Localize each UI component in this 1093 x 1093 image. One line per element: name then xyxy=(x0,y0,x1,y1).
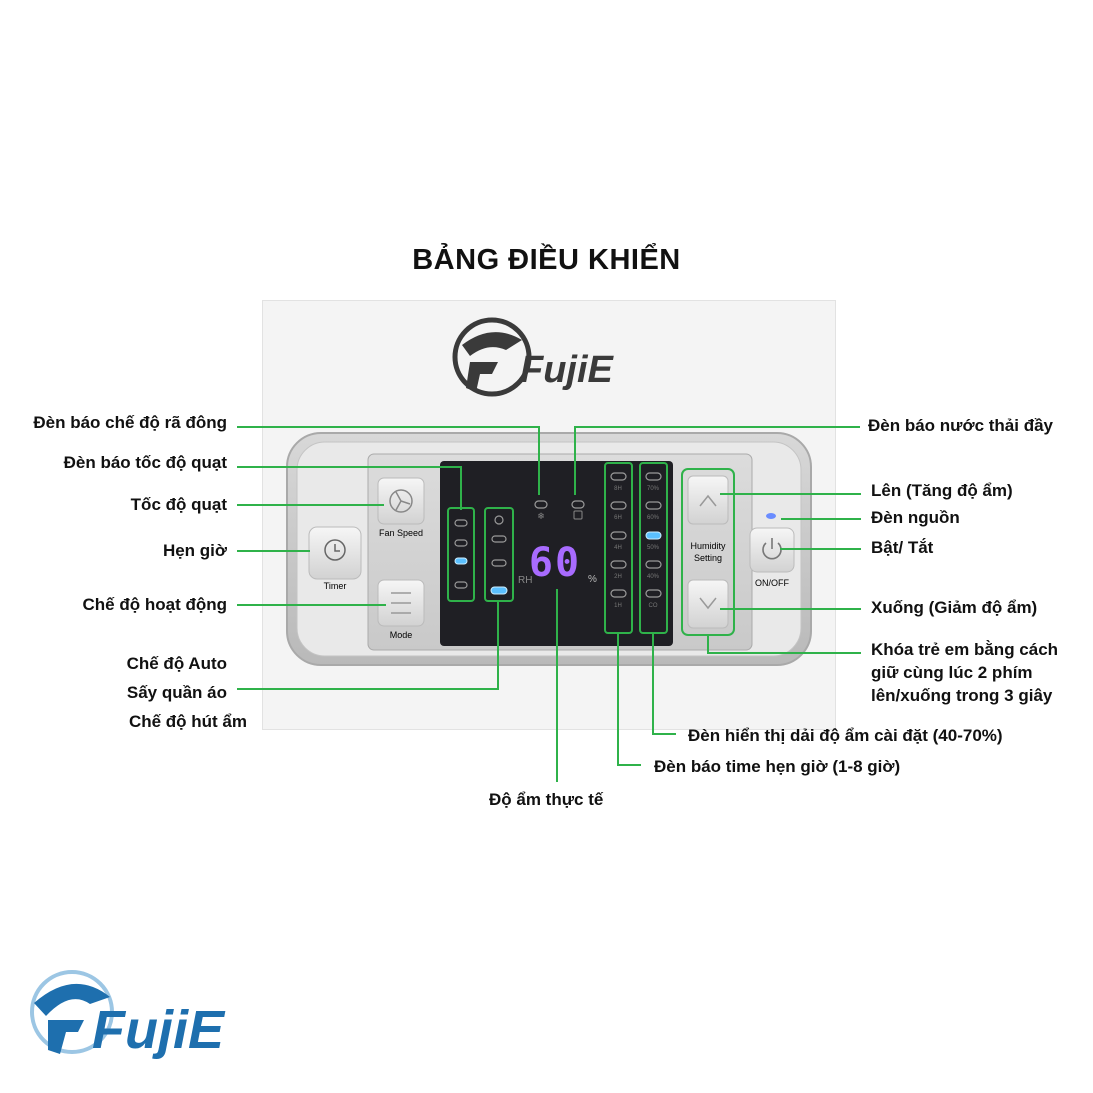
water-full-led xyxy=(571,500,585,509)
label-water-full: Đèn báo nước thải đầy xyxy=(868,416,1053,435)
mode-button-label: Mode xyxy=(390,630,413,640)
label-child-lock-1: Khóa trẻ em bằng cách xyxy=(871,640,1059,659)
logo-text-bottom: FujiE xyxy=(92,1000,226,1060)
timer-hours-leds xyxy=(610,472,627,598)
svg-text:6H: 6H xyxy=(614,515,622,521)
label-dehumidify: Chế độ hút ẩm xyxy=(128,712,247,731)
fan-speed-button-label: Fan Speed xyxy=(379,528,423,538)
onoff-button-label: ON/OFF xyxy=(755,578,789,588)
mode-indicator-leds xyxy=(490,515,508,595)
timer-hours-ticks: 8H 6H 4H 2H 1H xyxy=(614,486,622,609)
label-timer-range: Đèn báo time hẹn giờ (1-8 giờ) xyxy=(654,757,901,776)
rh-label: RH xyxy=(518,575,532,586)
label-child-lock-2: giữ cùng lúc 2 phím xyxy=(871,663,1033,682)
timer-button-label: Timer xyxy=(324,581,347,591)
label-timer: Hẹn giờ xyxy=(162,541,227,560)
svg-text:CO: CO xyxy=(649,603,658,609)
humidity-setting-label-1: Humidity xyxy=(690,541,726,551)
label-defrost: Đèn báo chế độ rã đông xyxy=(33,413,227,432)
svg-text:50%: 50% xyxy=(647,545,660,551)
label-fan-indicator: Đèn báo tốc độ quạt xyxy=(63,453,227,472)
label-power-light: Đèn nguồn xyxy=(871,508,960,527)
humidity-range-ticks: 70% 60% 50% 40% CO xyxy=(647,486,660,609)
label-humidity-range: Đèn hiển thị dải độ ẩm cài đặt (40-70%) xyxy=(688,726,1003,745)
power-icon xyxy=(762,542,782,560)
label-down: Xuống (Giảm độ ẩm) xyxy=(871,598,1038,617)
humidity-up-button[interactable] xyxy=(687,475,729,525)
power-light xyxy=(766,513,776,519)
leader-lines xyxy=(237,426,861,782)
clock-icon xyxy=(324,539,346,561)
fan-indicator-leds xyxy=(454,519,468,589)
page-title: BẢNG ĐIỀU KHIỂN xyxy=(412,244,681,276)
mode-button[interactable] xyxy=(377,579,425,627)
humidity-digits: 60 xyxy=(529,540,581,586)
fujie-logo-top: FujiE xyxy=(452,317,615,397)
timer-button[interactable] xyxy=(308,526,362,580)
label-dry-clothes: Sấy quần áo xyxy=(126,683,227,702)
svg-text:2H: 2H xyxy=(614,574,622,580)
svg-text:8H: 8H xyxy=(614,486,622,492)
chevron-down-icon xyxy=(699,597,717,610)
label-mode: Chế độ hoạt động xyxy=(82,595,227,614)
snowflake-icon: ❄ xyxy=(537,511,545,521)
humidity-range-leds xyxy=(645,472,662,598)
fujie-logo-bottom: FujiE xyxy=(30,970,226,1060)
fan-icon xyxy=(389,489,413,513)
mode-list-icon xyxy=(391,592,411,614)
svg-text:60%: 60% xyxy=(647,515,660,521)
label-child-lock-3: lên/xuống trong 3 giây xyxy=(871,686,1053,705)
water-tank-icon xyxy=(573,510,583,520)
chevron-up-icon xyxy=(699,494,717,507)
label-onoff: Bật/ Tắt xyxy=(871,538,934,557)
label-fan-speed: Tốc độ quạt xyxy=(130,495,227,514)
svg-text:40%: 40% xyxy=(647,574,660,580)
humidity-setting-label-2: Setting xyxy=(694,553,722,563)
humidity-down-button[interactable] xyxy=(687,579,729,629)
svg-text:1H: 1H xyxy=(614,603,622,609)
defrost-led xyxy=(534,500,548,509)
label-actual-humidity: Độ ẩm thực tế xyxy=(489,790,604,809)
label-auto: Chế độ Auto xyxy=(126,654,227,673)
svg-text:4H: 4H xyxy=(614,545,622,551)
percent-label: % xyxy=(588,574,597,585)
logo-text-top: FujiE xyxy=(520,349,615,391)
label-up: Lên (Tăng độ ẩm) xyxy=(871,481,1013,500)
svg-text:70%: 70% xyxy=(647,486,660,492)
fan-speed-button[interactable] xyxy=(377,477,425,525)
